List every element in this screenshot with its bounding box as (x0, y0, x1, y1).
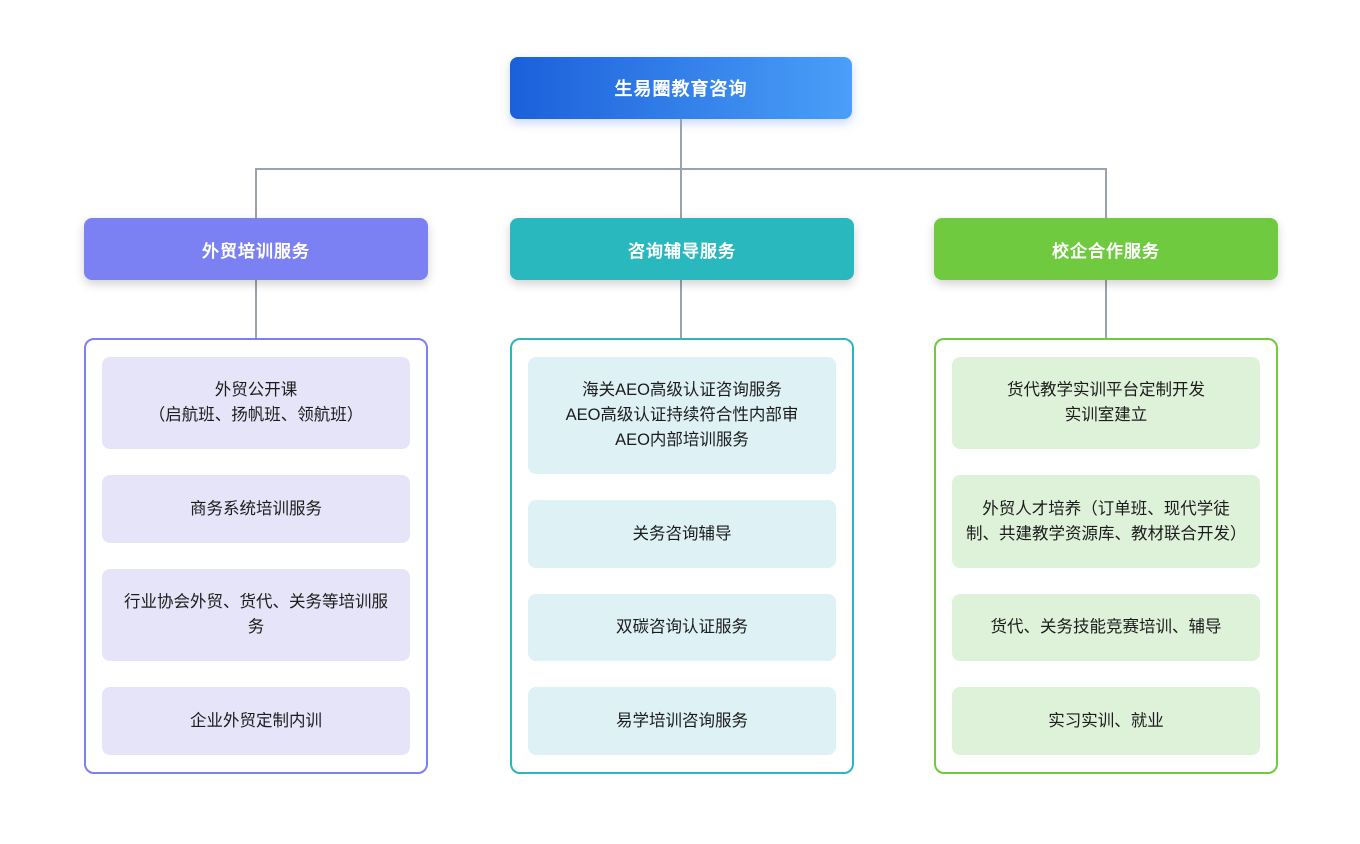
branch-header-label: 外贸培训服务 (202, 241, 310, 261)
branch-trade-training: 外贸培训服务 外贸公开课 （启航班、扬帆班、领航班） 商务系统培训服务 行业协会… (84, 0, 428, 844)
service-item: 企业外贸定制内训 (102, 687, 410, 755)
branch-container-consulting-coaching: 海关AEO高级认证咨询服务 AEO高级认证持续符合性内部审 AEO内部培训服务 … (510, 338, 854, 774)
service-item: 海关AEO高级认证咨询服务 AEO高级认证持续符合性内部审 AEO内部培训服务 (528, 357, 836, 475)
service-item: 货代、关务技能竞赛培训、辅导 (952, 593, 1260, 662)
root-node-label: 生易圈教育咨询 (614, 79, 748, 99)
branch-header-trade-training: 外贸培训服务 (84, 218, 428, 280)
service-item: 行业协会外贸、货代、关务等培训服务 (102, 569, 410, 662)
service-item: 关务咨询辅导 (528, 500, 836, 568)
connector-line (255, 168, 1106, 170)
service-item: 实习实训、就业 (952, 687, 1260, 755)
connector-line (680, 280, 682, 338)
branch-container-school-enterprise: 货代教学实训平台定制开发 实训室建立 外贸人才培养（订单班、现代学徒制、共建教学… (934, 338, 1278, 774)
branch-school-enterprise: 校企合作服务 货代教学实训平台定制开发 实训室建立 外贸人才培养（订单班、现代学… (934, 0, 1278, 844)
connector-line (255, 168, 257, 218)
branch-container-trade-training: 外贸公开课 （启航班、扬帆班、领航班） 商务系统培训服务 行业协会外贸、货代、关… (84, 338, 428, 774)
service-item: 易学培训咨询服务 (528, 687, 836, 755)
branch-header-label: 校企合作服务 (1052, 241, 1160, 261)
branch-header-consulting-coaching: 咨询辅导服务 (510, 218, 854, 280)
branch-header-school-enterprise: 校企合作服务 (934, 218, 1278, 280)
service-item: 双碳咨询认证服务 (528, 593, 836, 662)
branch-consulting-coaching: 咨询辅导服务 海关AEO高级认证咨询服务 AEO高级认证持续符合性内部审 AEO… (510, 0, 854, 844)
connector-line (1105, 168, 1107, 218)
root-node: 生易圈教育咨询 (510, 57, 852, 119)
service-item: 货代教学实训平台定制开发 实训室建立 (952, 357, 1260, 450)
branch-header-label: 咨询辅导服务 (628, 241, 736, 261)
service-item: 商务系统培训服务 (102, 475, 410, 543)
service-item: 外贸公开课 （启航班、扬帆班、领航班） (102, 357, 410, 450)
service-item: 外贸人才培养（订单班、现代学徒制、共建教学资源库、教材联合开发） (952, 475, 1260, 568)
connector-line (255, 280, 257, 338)
connector-line (1105, 280, 1107, 338)
